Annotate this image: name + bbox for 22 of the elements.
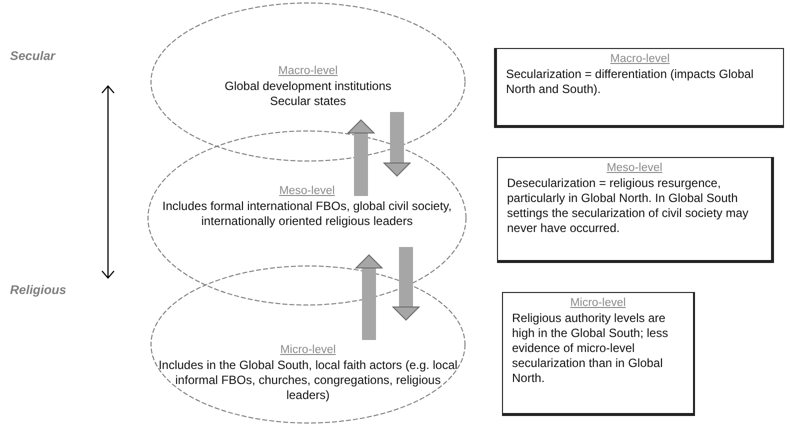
level-heading: Macro-level <box>610 52 670 67</box>
scale-label: Religious <box>10 283 66 297</box>
level-ellipse <box>147 130 467 306</box>
level-heading: Micro-level <box>280 343 336 358</box>
scale-label: Secular <box>10 49 56 63</box>
level-ellipse <box>150 265 466 424</box>
note-panel <box>502 292 695 416</box>
note-panel <box>497 157 774 263</box>
description-text: Includes formal international FBOs, global civil society, internationally oriented religious leaders <box>161 199 453 229</box>
description-text: Religious authority levels are high in the Global South; less evidence of micro-level secularization than in Global North. <box>512 311 670 386</box>
description-text: Global development institutions <box>224 79 392 94</box>
description-text: Includes in the Global South, local faith actors (e.g. local informal FBOs, churches, congregations, religious leaders) <box>158 358 458 403</box>
description-text: Desecularization = religious resurgence, particularly in Global North. In Global South settings the secularization of civil society may never have occurred. <box>507 176 750 236</box>
description-text: Secularization = differentiation (impacts Global North and South). <box>506 67 755 97</box>
block-arrow <box>348 120 374 196</box>
level-heading: Macro-level <box>278 64 338 79</box>
note-panel <box>494 48 784 128</box>
level-heading: Meso-level <box>606 161 662 176</box>
description-text: Secular states <box>270 94 346 109</box>
level-heading: Meso-level <box>279 184 335 199</box>
level-ellipse <box>150 2 466 162</box>
level-heading: Micro-level <box>570 296 626 311</box>
